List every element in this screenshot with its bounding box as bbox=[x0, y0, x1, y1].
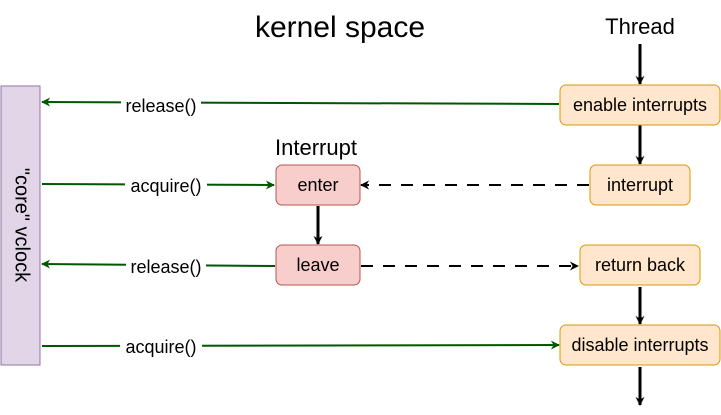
disable-interrupts-text: disable interrupts bbox=[571, 335, 708, 355]
enter-node bbox=[275, 164, 361, 206]
acquire-arrow-2 bbox=[41, 340, 560, 350]
interrupt-label: Interrupt bbox=[275, 135, 357, 160]
interrupt-text: interrupt bbox=[607, 175, 673, 195]
release-label-1: release() bbox=[125, 96, 196, 116]
interrupt-node bbox=[589, 164, 691, 206]
diagram-title: kernel space bbox=[255, 11, 425, 44]
disable-interrupts-node bbox=[559, 324, 721, 366]
vclock-label: "core" vclock bbox=[11, 168, 33, 283]
acquire-label-2: acquire() bbox=[125, 337, 196, 357]
enable-interrupts-node bbox=[559, 84, 721, 126]
return-back-text: return back bbox=[595, 255, 686, 275]
thread-label: Thread bbox=[605, 14, 675, 39]
enable-interrupts-text: enable interrupts bbox=[573, 95, 707, 115]
leave-text: leave bbox=[296, 255, 339, 275]
return-back-node bbox=[579, 244, 701, 286]
release-arrow-1 bbox=[41, 97, 560, 107]
leave-node bbox=[275, 244, 361, 286]
acquire-label-1: acquire() bbox=[130, 176, 201, 196]
release-label-2: release() bbox=[130, 257, 201, 277]
enter-text: enter bbox=[297, 175, 338, 195]
vclock-bar bbox=[0, 85, 41, 366]
